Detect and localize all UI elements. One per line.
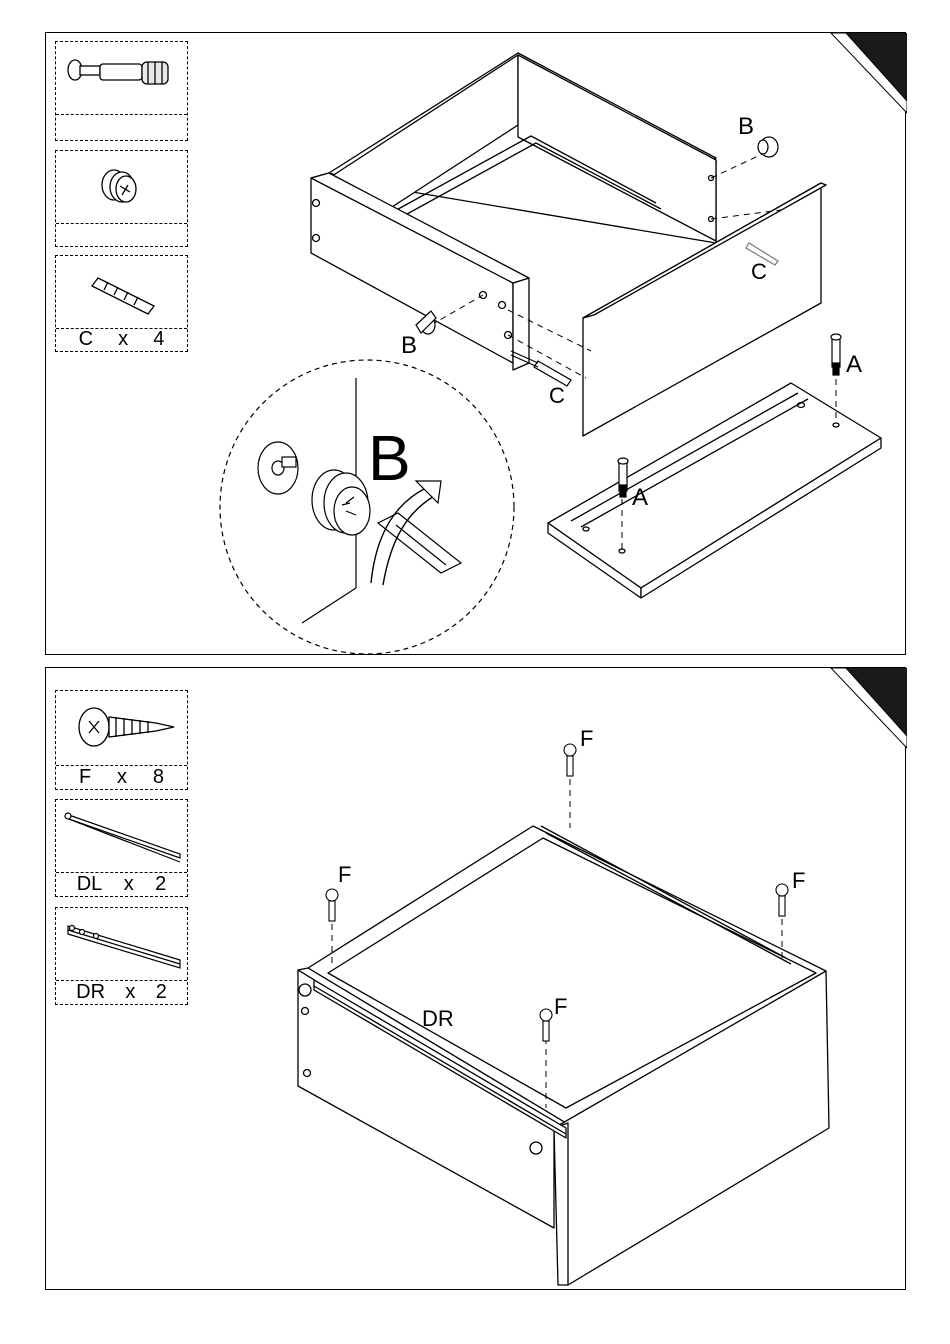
- cam-bolt-icon: [56, 42, 187, 114]
- runner-left-icon: [56, 800, 187, 872]
- label-c-center: C: [549, 385, 565, 407]
- part-cam-lock-box: [55, 150, 188, 247]
- label-f-front: F: [554, 996, 567, 1018]
- label-dr: DR: [422, 1008, 454, 1030]
- label-a-bottom: A: [632, 486, 648, 510]
- runner-right-qty: 2: [156, 982, 167, 1002]
- label-b-detail: B: [368, 426, 411, 490]
- part-cam-bolt-box: [55, 41, 188, 141]
- part-screw-box: F x 8: [55, 690, 188, 790]
- label-b-top: B: [738, 115, 754, 139]
- part-dowel-box: C x 4: [55, 255, 188, 352]
- runner-right-x: x: [125, 982, 135, 1002]
- screw-letter: F: [79, 767, 91, 787]
- label-c-right: C: [751, 261, 767, 283]
- screw-x: x: [117, 767, 127, 787]
- label-f-right: F: [792, 870, 805, 892]
- label-f-top: F: [580, 728, 593, 750]
- runner-right-icon: [56, 908, 187, 980]
- runner-left-qty: 2: [155, 874, 166, 894]
- cam-lock-icon: [56, 151, 187, 223]
- part-runner-left-box: DL x 2: [55, 799, 188, 897]
- dowel-qty: 4: [153, 329, 164, 349]
- runner-left-x: x: [124, 874, 134, 894]
- dowel-x: x: [118, 329, 128, 349]
- runner-right-letter: DR: [76, 982, 105, 1002]
- screw-icon: [56, 691, 187, 765]
- dowel-icon: [56, 256, 187, 328]
- dowel-letter: C: [79, 329, 93, 349]
- label-f-left: F: [338, 864, 351, 886]
- detail-magnifier: [220, 360, 514, 654]
- step-2-panel: F x 8 DL x 2: [45, 667, 906, 1290]
- part-runner-right-box: DR x 2: [55, 907, 188, 1005]
- label-b-left: B: [401, 334, 417, 358]
- step-1-panel: C x 4 B C B C A A B: [45, 32, 906, 655]
- runner-left-letter: DL: [77, 874, 103, 894]
- label-a-right: A: [846, 353, 862, 377]
- screw-qty: 8: [153, 767, 164, 787]
